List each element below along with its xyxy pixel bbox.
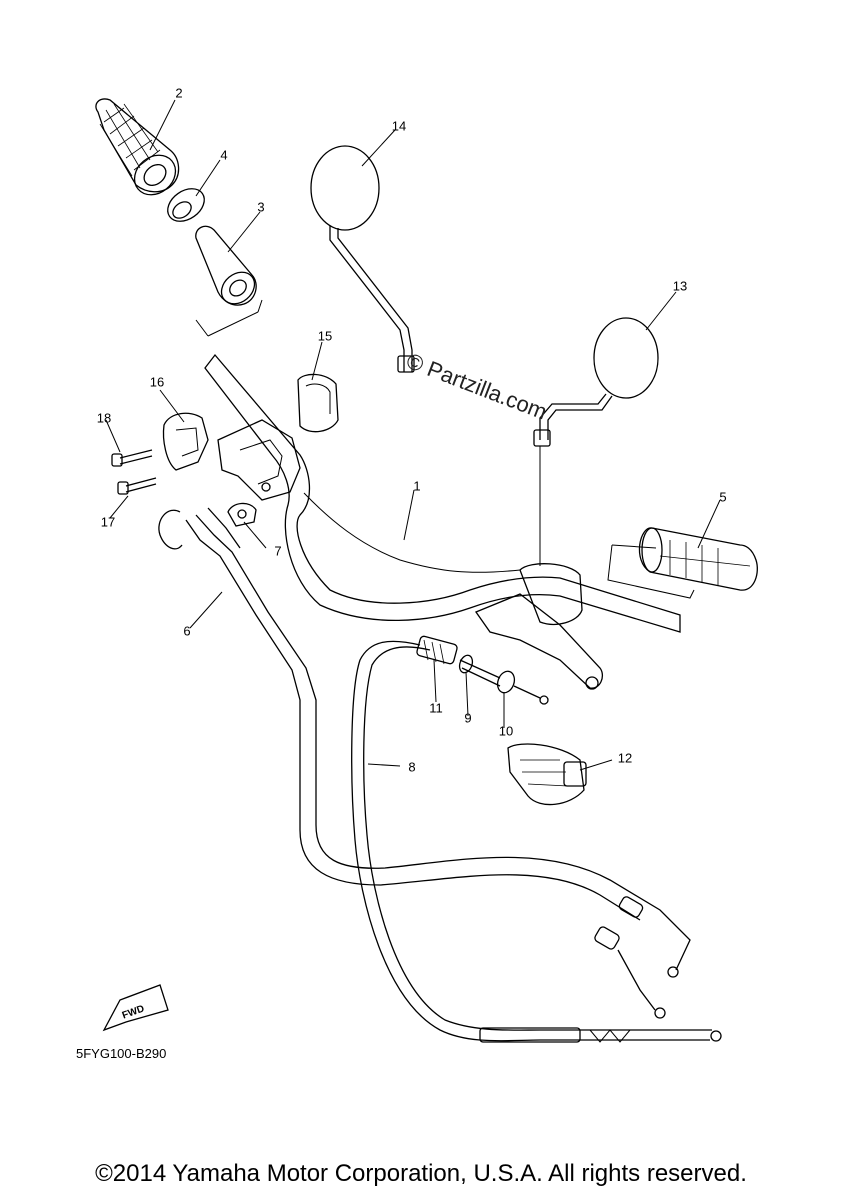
- fwd-arrow-icon: [102, 984, 169, 1032]
- throttle-tube-part[interactable]: [195, 225, 261, 310]
- part-number-8: 8: [408, 759, 416, 775]
- locknut-10-part[interactable]: [495, 669, 549, 705]
- part-number-14: 14: [391, 118, 407, 134]
- part-number-4: 4: [220, 147, 228, 163]
- handlebar-part[interactable]: [204, 353, 681, 633]
- clutch-cable-part[interactable]: [351, 640, 722, 1043]
- left-mirror-part[interactable]: [310, 145, 415, 373]
- left-grip-part[interactable]: [95, 98, 183, 203]
- diagram-code: 5FYG100-B290: [76, 1046, 167, 1061]
- leader-lines: [105, 99, 721, 771]
- throttle-housing[interactable]: [217, 419, 301, 501]
- part-number-1: 1: [413, 478, 421, 494]
- part-number-9: 9: [464, 710, 472, 726]
- part-number-5: 5: [719, 489, 727, 505]
- part-number-13: 13: [672, 278, 688, 294]
- screw-18-part[interactable]: [111, 449, 153, 467]
- part-number-12: 12: [617, 750, 633, 766]
- part-number-18: 18: [96, 410, 112, 426]
- lever-holder-assembly[interactable]: [475, 563, 604, 690]
- adjuster-9-part[interactable]: [457, 653, 501, 687]
- part-number-16: 16: [149, 374, 165, 390]
- part-number-7: 7: [274, 543, 282, 559]
- collar-ring-part[interactable]: [162, 182, 211, 228]
- right-grip-part[interactable]: [638, 527, 758, 591]
- adjuster-11-part[interactable]: [416, 635, 458, 665]
- part-number-2: 2: [175, 85, 183, 101]
- part-number-6: 6: [183, 623, 191, 639]
- clamp-lower-part[interactable]: [162, 412, 209, 471]
- part-number-10: 10: [498, 723, 514, 739]
- lever-boot-part[interactable]: [507, 743, 587, 806]
- part-number-15: 15: [317, 328, 333, 344]
- throttle-cable-part[interactable]: [158, 507, 691, 1019]
- part-number-3: 3: [257, 199, 265, 215]
- screw-17-part[interactable]: [117, 477, 157, 495]
- cable-holder-part[interactable]: [227, 502, 257, 527]
- part-number-11: 11: [429, 700, 443, 716]
- right-mirror-part[interactable]: [533, 317, 659, 566]
- part-number-17: 17: [100, 514, 116, 530]
- copyright-notice: ©2014 Yamaha Motor Corporation, U.S.A. A…: [95, 1160, 747, 1187]
- clamp-upper-part[interactable]: [297, 373, 339, 433]
